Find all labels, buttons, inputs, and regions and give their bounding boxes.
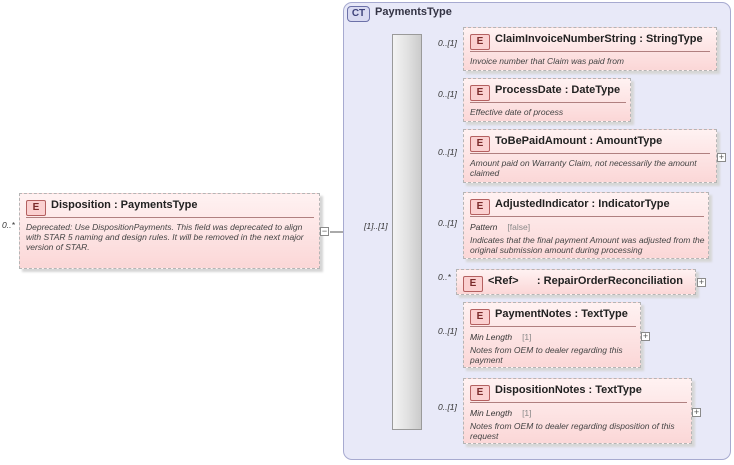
element-box-to-be-paid-amount[interactable]: E ToBePaidAmount : AmountType Amount pai… (463, 129, 717, 183)
facet-name: Pattern (470, 222, 498, 232)
separator (470, 216, 704, 217)
element-box-process-date[interactable]: E ProcessDate : DateType Effective date … (463, 78, 631, 122)
facet-name: Min Length (470, 408, 513, 418)
element-box-claim-invoice[interactable]: E ClaimInvoiceNumberString : StringType … (463, 27, 717, 71)
facet-row: Min Length [1] (470, 408, 532, 418)
element-label: PaymentNotes : TextType (495, 308, 628, 320)
expand-toggle[interactable]: + (697, 277, 706, 287)
element-badge: E (470, 85, 490, 101)
cardinality-label: 0..[1] (438, 38, 457, 48)
cardinality-label: 0..* (438, 272, 451, 282)
element-box-adjusted-indicator[interactable]: E AdjustedIndicator : IndicatorType Patt… (463, 192, 709, 259)
separator (470, 326, 636, 327)
element-box-repair-order-reconciliation[interactable]: E <Ref> : RepairOrderReconciliation (456, 269, 696, 295)
cardinality-label: 0..[1] (438, 218, 457, 228)
root-element-box[interactable]: E Disposition : PaymentsType Deprecated:… (19, 193, 320, 269)
element-label: ToBePaidAmount : AmountType (495, 135, 663, 147)
facet-value: [false] (507, 222, 531, 232)
element-documentation: Indicates that the final payment Amount … (470, 235, 705, 255)
cardinality-label: 0..[1] (438, 326, 457, 336)
element-label: <Ref> : RepairOrderReconciliation (488, 275, 683, 287)
cardinality-label: 0..[1] (438, 147, 457, 157)
cardinality-label: 0..[1] (438, 89, 457, 99)
element-documentation: Effective date of process (470, 107, 564, 117)
element-badge: E (470, 309, 490, 325)
element-label: ProcessDate : DateType (495, 84, 621, 96)
element-documentation: Notes from OEM to dealer regarding this … (470, 345, 623, 365)
complex-type-badge: CT (347, 6, 370, 22)
separator (26, 217, 314, 218)
root-documentation: Deprecated: Use DispositionPayments. Thi… (26, 222, 304, 252)
element-documentation: Invoice number that Claim was paid from (470, 56, 625, 66)
expand-toggle[interactable]: + (692, 407, 701, 417)
element-documentation: Amount paid on Warranty Claim, not neces… (470, 158, 697, 178)
complex-type-title: PaymentsType (375, 6, 452, 18)
facet-row: Min Length [1] (470, 332, 532, 342)
sequence-bar[interactable] (392, 34, 422, 430)
facet-value: [1] (522, 332, 532, 342)
collapse-toggle[interactable]: − (320, 226, 329, 236)
element-badge: E (463, 276, 483, 292)
separator (470, 402, 687, 403)
sequence-cardinality: [1]..[1] (364, 221, 388, 231)
element-badge: E (470, 385, 490, 401)
facet-name: Min Length (470, 332, 513, 342)
element-label: AdjustedIndicator : IndicatorType (495, 198, 670, 210)
element-box-payment-notes[interactable]: E PaymentNotes : TextType Min Length[1] … (463, 302, 641, 368)
element-badge: E (470, 136, 490, 152)
separator (470, 102, 626, 103)
element-documentation: Notes from OEM to dealer regarding dispo… (470, 421, 675, 441)
expand-toggle[interactable]: + (641, 331, 650, 341)
root-cardinality: 0..* (2, 220, 15, 230)
element-badge: E (26, 200, 46, 216)
element-badge: E (470, 199, 490, 215)
element-badge: E (470, 34, 490, 50)
facet-row: Pattern [false] (470, 222, 530, 232)
facet-value: [1] (522, 408, 532, 418)
element-box-disposition-notes[interactable]: E DispositionNotes : TextType Min Length… (463, 378, 692, 444)
cardinality-label: 0..[1] (438, 402, 457, 412)
element-label: ClaimInvoiceNumberString : StringType (495, 33, 703, 45)
root-element-label: Disposition : PaymentsType (51, 199, 198, 211)
expand-toggle[interactable]: + (717, 152, 726, 162)
separator (470, 51, 710, 52)
element-label: DispositionNotes : TextType (495, 384, 642, 396)
separator (470, 153, 710, 154)
